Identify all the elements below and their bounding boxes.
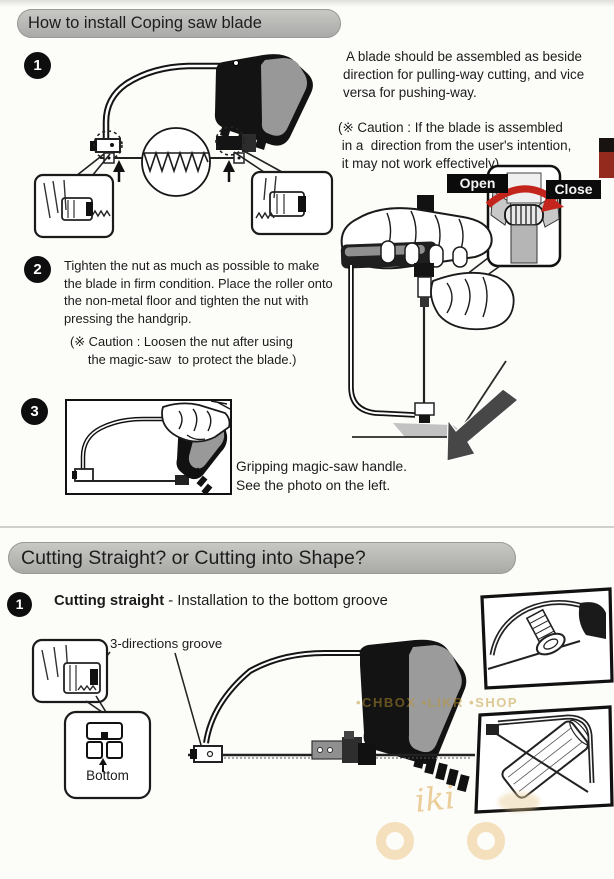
section-divider [0,526,614,528]
groove-label: 3-directions groove [110,636,223,651]
step2-caution: (※ Caution : Loosen the nut after using … [70,334,297,367]
blade-direction-note: A blade should be assembled as beside di… [343,49,585,100]
blade-caution-note: (※ Caution : If the blade is assembled i… [338,120,572,171]
step3-badge: 3 [21,398,48,425]
watermark-ring-left [376,822,414,860]
scan-mark-red [599,152,614,178]
grip-photo-illustration [72,400,231,496]
step2-text: Tighten the nut as much as possible to m… [64,258,333,326]
heading-rest: - Installation to the bottom groove [164,593,388,609]
watermark-ring-right [467,822,505,860]
section2-title: Cutting Straight? or Cutting into Shape? [21,547,366,569]
section1-title: How to install Coping saw blade [28,14,262,32]
heading-bold: Cutting straight [54,593,165,609]
step1-badge: 1 [24,52,51,79]
watermark-shop-text: •CHBOX •LIKR •SHOP [356,695,518,710]
nut-tighten-illustration [340,164,564,462]
section2-header-pill: Cutting Straight? or Cutting into Shape? [8,542,516,574]
bottom-label: Bottom [86,768,129,783]
close-label: Close [546,180,601,199]
scan-edge-shade [0,0,614,7]
bottom-groove-illustration [31,587,614,814]
watermark-blob [498,792,540,812]
open-label: Open [447,174,508,193]
step2-badge: 2 [24,256,51,283]
step1-saw-illustration [33,54,334,239]
section2-step1-badge: 1 [7,592,32,617]
watermark-script-text: iki [413,778,457,820]
scan-mark-dark [599,138,614,152]
grip-photo-box [65,399,232,496]
section1-header-pill: How to install Coping saw blade [17,9,341,38]
step3-caption: Gripping magic-saw handle. See the photo… [236,459,408,493]
section2-step1-heading: Cutting straight - Installation to the b… [54,593,388,609]
